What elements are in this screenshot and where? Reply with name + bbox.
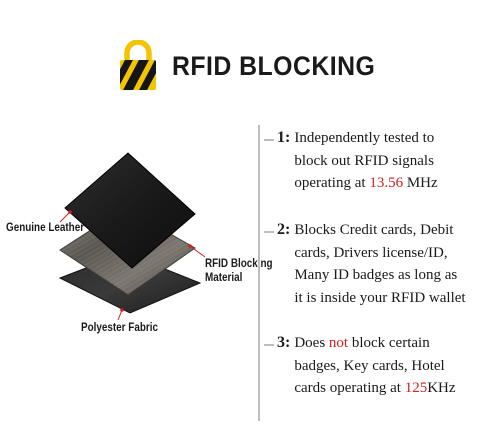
feature-number: 1: [277,129,291,146]
feature-item-3: 3: Does not block certain badges, Key ca… [264,332,499,400]
feature-line: cards operating at 125KHz [294,380,456,396]
genuine-leather-label: Genuine Leather [6,222,85,234]
feature-line: it is inside your RFID wallet [294,289,466,306]
feature-item-2: 2: Blocks Credit cards, Debit cards, Dri… [264,219,499,309]
padlock-icon [118,40,158,92]
rfid-label-line1: RFID Blocking [205,258,273,270]
rfid-blocking-material-label: RFID Blocking Material [205,257,273,285]
feature-tick [264,344,274,346]
page-title: RFID BLOCKING [172,50,376,81]
feature-line: Many ID badges as long as [294,267,458,283]
frequency-highlight: 13.56 [369,175,404,191]
vertical-divider [258,125,260,421]
feature-tick [264,139,274,141]
feature-line: Independently tested to [294,130,435,146]
feature-item-1: 1: Independently tested to block out RFI… [264,127,499,195]
feature-line: badges, Key cards, Hotel [294,357,445,374]
feature-tick [264,231,274,233]
feature-text: Independently tested to block out RFID s… [294,127,499,195]
feature-line: cards, Drivers license/ID, [294,244,448,261]
rfid-label-line2: Material [205,272,243,284]
feature-text: Blocks Credit cards, Debit cards, Driver… [294,219,499,309]
not-highlight: not [328,335,349,351]
header: RFID BLOCKING [118,40,393,92]
feature-line: Does not block certain [294,335,430,351]
feature-line: operating at 13.56 MHz [294,175,438,191]
leather-layer [64,152,196,269]
polyester-fabric-label: Polyester Fabric [81,322,158,334]
feature-text: Does not block certain badges, Key cards… [294,332,499,400]
material-layers-illustration [0,140,260,370]
feature-line: Blocks Credit cards, Debit [294,222,454,238]
feature-line: block out RFID signals [294,152,434,169]
frequency-highlight: 125 [404,380,428,396]
feature-number: 2: [277,221,291,238]
feature-number: 3: [277,334,291,351]
